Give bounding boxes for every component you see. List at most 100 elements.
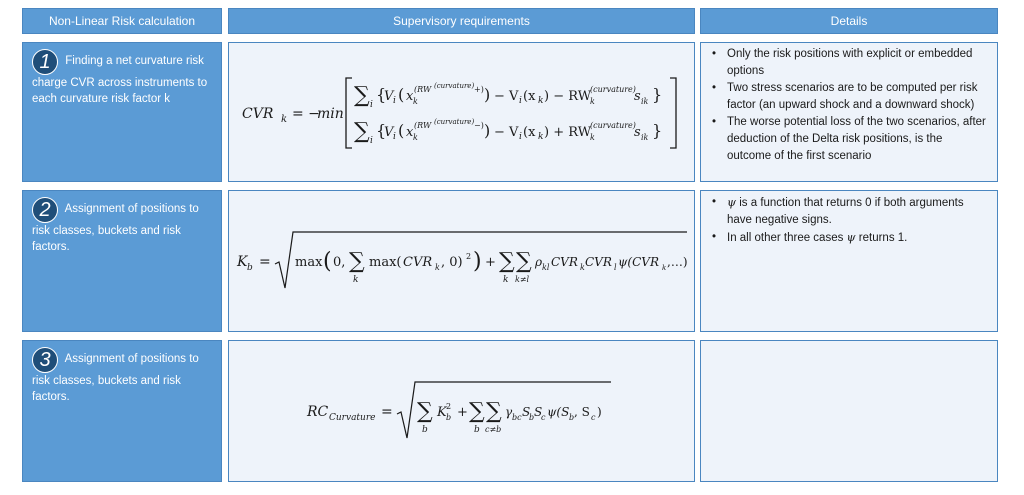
svg-text:CVR: CVR [242,106,274,122]
svg-text:i: i [393,132,396,142]
details-list-1: Only the risk positions with explicit or… [709,46,989,165]
svg-text:max(: max( [369,255,401,270]
svg-text:γ: γ [505,405,513,419]
svg-text:}: } [652,121,662,140]
svg-text:K: K [236,254,249,270]
svg-text:ik: ik [641,97,649,106]
svg-text:k: k [435,263,440,272]
details-list-2: ψ is a function that returns 0 if both a… [709,194,989,247]
svg-text:CVR: CVR [551,255,578,269]
svg-text:∑: ∑ [417,399,433,424]
kb-formula-svg: K b = max ( 0, ∑ k max( CVR k , 0) 2 ) +… [236,231,688,289]
svg-text:(curvature): (curvature) [434,82,474,90]
svg-text:k≠l: k≠l [515,275,530,284]
svg-text:− V: − V [494,125,519,140]
svg-text:(: ( [323,249,332,274]
svg-text:∑: ∑ [516,249,532,274]
svg-text:k: k [580,263,585,272]
svg-text:k: k [538,132,543,142]
cvr-formula-svg: CVR k = − min ∑ i { V i ( x k (RW (curva… [242,77,677,149]
svg-text:}: } [652,85,662,104]
header-requirements: Supervisory requirements [228,8,695,34]
svg-text:∑: ∑ [354,119,370,144]
svg-text:(RW: (RW [414,85,432,94]
svg-text:l: l [614,263,617,272]
svg-text:= −: = − [292,106,320,122]
svg-text:max: max [295,255,323,270]
svg-text:(x: (x [523,125,536,140]
svg-text:2: 2 [446,402,451,411]
svg-text:∑: ∑ [499,249,515,274]
svg-text:(: ( [398,85,404,104]
svg-text:b: b [569,413,574,422]
step-2: 2 Assignment of positions to risk classe… [22,190,222,332]
detail-item: Only the risk positions with explicit or… [709,46,989,80]
svg-text:kl: kl [542,263,550,272]
svg-text:+: + [485,255,496,270]
step-label-2: Assignment of positions to risk classes,… [32,203,199,253]
header-calculation: Non-Linear Risk calculation [22,8,222,34]
svg-text:k: k [413,133,418,142]
svg-text:) − RW: ) − RW [544,89,592,104]
svg-text:c: c [541,413,546,422]
svg-text:V: V [384,125,395,140]
svg-text:2: 2 [466,252,471,261]
step-label-1: Finding a net curvature risk charge CVR … [32,55,208,105]
svg-text:): ) [473,249,482,274]
svg-text:ψ(CVR: ψ(CVR [618,255,659,269]
svg-text:): ) [484,85,490,104]
svg-text:=: = [259,254,271,270]
svg-text:,…): ,…) [667,255,688,269]
svg-text:k: k [503,275,508,285]
svg-text:, S: , S [574,405,590,419]
svg-text:x: x [406,89,414,104]
details-3 [700,340,998,482]
svg-text:(x: (x [523,89,536,104]
svg-text:(RW: (RW [414,121,432,130]
svg-text:, 0): , 0) [441,255,463,270]
svg-text:0,: 0, [333,255,345,270]
svg-text:): ) [597,405,602,419]
svg-text:−): −) [474,121,484,130]
svg-text:S: S [522,405,530,419]
detail-item: The worse potential loss of the two scen… [709,114,989,165]
formula-kb: K b = max ( 0, ∑ k max( CVR k , 0) 2 ) +… [228,190,695,332]
svg-text:+): +) [474,85,484,94]
svg-text:(: ( [398,121,404,140]
svg-text:k: k [353,275,358,285]
svg-text:b: b [446,413,451,422]
svg-text:V: V [384,89,395,104]
svg-text:bc: bc [512,413,522,422]
step-3: 3 Assignment of positions to risk classe… [22,340,222,482]
svg-text:b: b [422,425,428,435]
psi-symbol: ψ [727,195,737,209]
svg-text:x: x [406,125,414,140]
svg-text:i: i [370,100,373,110]
svg-text:b: b [247,263,253,273]
svg-text:∑: ∑ [486,399,502,424]
svg-text:∑: ∑ [354,83,370,108]
svg-text:{: { [376,121,386,140]
svg-text:(curvature): (curvature) [434,118,474,126]
svg-text:i: i [393,96,396,106]
formula-cvr: CVR k = − min ∑ i { V i ( x k (RW (curva… [228,42,695,182]
svg-text:ρ: ρ [534,255,542,269]
svg-text:+: + [457,405,468,420]
svg-text:ψ(S: ψ(S [547,405,569,419]
svg-text:s: s [634,125,641,140]
step-number-2: 2 [32,197,58,223]
svg-text:=: = [381,404,393,420]
svg-text:Curvature: Curvature [329,413,375,423]
svg-text:(curvature): (curvature) [590,121,636,130]
svg-text:− V: − V [494,89,519,104]
details-2: ψ is a function that returns 0 if both a… [700,190,998,332]
rc-formula-svg: RC Curvature = ∑ b K b 2 + ∑ b ∑ c≠b γ b… [306,381,611,439]
svg-text:k: k [413,97,418,106]
svg-text:(curvature): (curvature) [590,85,636,94]
detail-item: ψ is a function that returns 0 if both a… [709,194,989,229]
svg-text:CVR: CVR [403,255,432,270]
svg-text:k: k [538,96,543,106]
svg-text:ik: ik [641,133,649,142]
svg-text:k: k [590,97,595,106]
svg-text:min: min [317,106,344,122]
